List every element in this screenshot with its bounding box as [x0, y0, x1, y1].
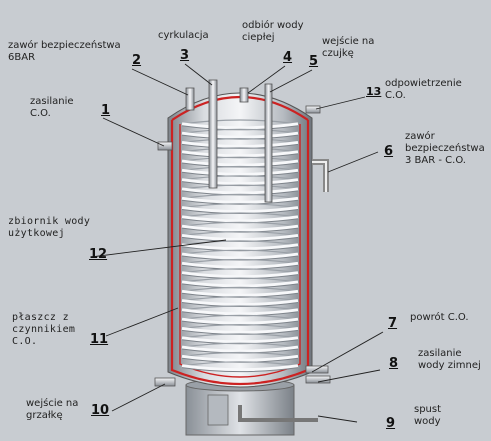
coil-ring [181, 150, 299, 158]
coil-ring [181, 234, 299, 242]
part-number-4: 4 [283, 50, 293, 65]
part-number-10: 10 [91, 403, 110, 418]
coil-ring [181, 327, 299, 335]
coil-ring-back [181, 258, 299, 265]
coil-ring-back [181, 333, 299, 339]
coil-ring-back [181, 286, 299, 292]
coil-ring-back [181, 351, 299, 358]
coil-ring [181, 299, 299, 307]
label-sensor-inlet: wejście na czujkę [322, 36, 375, 59]
coil-ring-back [181, 193, 299, 199]
coil-ring-back [181, 184, 299, 190]
coil-ring-back [181, 203, 299, 209]
label-water-tank: zbiornik wody użytkowej [8, 216, 91, 239]
coil-ring [181, 215, 299, 223]
coil-ring-back [181, 249, 299, 255]
coil-ring-back [181, 128, 299, 134]
coil-ring-back [181, 277, 299, 283]
coil-ring-back [181, 147, 299, 153]
coil-ring [181, 345, 299, 353]
label-heater-inlet: wejście na grzałkę [26, 398, 79, 421]
coil-ring-back [181, 305, 299, 311]
coil-ring-back [181, 268, 299, 274]
coil-ring [181, 364, 299, 372]
label-co-supply: zasilanie C.O. [30, 96, 74, 119]
coil-ring [181, 141, 299, 149]
coil-ring-back [181, 324, 299, 330]
coil-ring [181, 159, 299, 167]
label-safety-valve-3bar: zawór bezpieczeństwa 3 BAR - C.O. [405, 131, 485, 166]
coil-ring [181, 168, 299, 177]
part-number-5: 5 [309, 54, 319, 69]
coil-ring-back [181, 342, 299, 348]
coil-ring [181, 178, 299, 186]
part-number-9: 9 [386, 416, 396, 431]
coil-ring [181, 252, 299, 260]
top-pipes [185, 79, 321, 203]
label-co-vent: odpowietrzenie C.O. [385, 78, 462, 101]
coil-ring [181, 336, 299, 344]
part-number-8: 8 [389, 356, 399, 371]
coil-ring-back [181, 119, 299, 125]
coil-ring-back [181, 165, 299, 172]
coil-ring-shadow [181, 367, 299, 373]
coil-ring [181, 308, 299, 316]
part-number-6: 6 [384, 144, 394, 159]
label-hot-water-outlet: odbiór wody ciepłej [242, 20, 304, 43]
coil-ring-back [181, 212, 299, 218]
coil-ring-back [181, 361, 299, 367]
tank-base [185, 378, 318, 436]
part-number-7: 7 [388, 316, 398, 331]
coil-ring-back [181, 156, 299, 162]
part-number-12: 12 [89, 247, 108, 262]
coil-ring [181, 289, 299, 297]
heating-coil [181, 119, 299, 373]
coil-ring-back [181, 240, 299, 246]
label-co-jacket: płaszcz z czynnikiem C.O. [12, 312, 76, 347]
coil-ring-back [181, 175, 299, 181]
part-number-1: 1 [101, 103, 111, 118]
coil-ring-back [181, 231, 299, 237]
part-number-3: 3 [180, 48, 190, 63]
coil-ring [181, 206, 299, 214]
coil-ring [181, 224, 299, 232]
part-number-11: 11 [90, 332, 109, 347]
label-cold-water-supply: zasilanie wody zimnej [418, 348, 481, 371]
coil-ring [181, 280, 299, 288]
coil-ring-back [181, 138, 299, 144]
coil-ring [181, 196, 299, 204]
coil-ring [181, 131, 299, 139]
label-safety-valve-6bar: zawór bezpieczeństwa 6BAR [8, 40, 121, 63]
coil-ring-back [181, 296, 299, 302]
leader-lines [90, 63, 384, 423]
label-co-return: powrót C.O. [410, 312, 469, 323]
coil-ring [181, 187, 299, 195]
coil-ring-back [181, 314, 299, 320]
coil-ring-back [181, 221, 299, 227]
coil-ring [181, 261, 299, 270]
coil-ring [181, 243, 299, 251]
coil-ring [181, 271, 299, 279]
coil-ring [181, 317, 299, 325]
part-number-13: 13 [366, 85, 382, 98]
label-circulation: cyrkulacja [158, 30, 209, 41]
coil-ring [181, 354, 299, 363]
coil-ring [181, 122, 299, 130]
part-number-2: 2 [132, 53, 142, 68]
label-drain: spust wody [414, 404, 442, 427]
